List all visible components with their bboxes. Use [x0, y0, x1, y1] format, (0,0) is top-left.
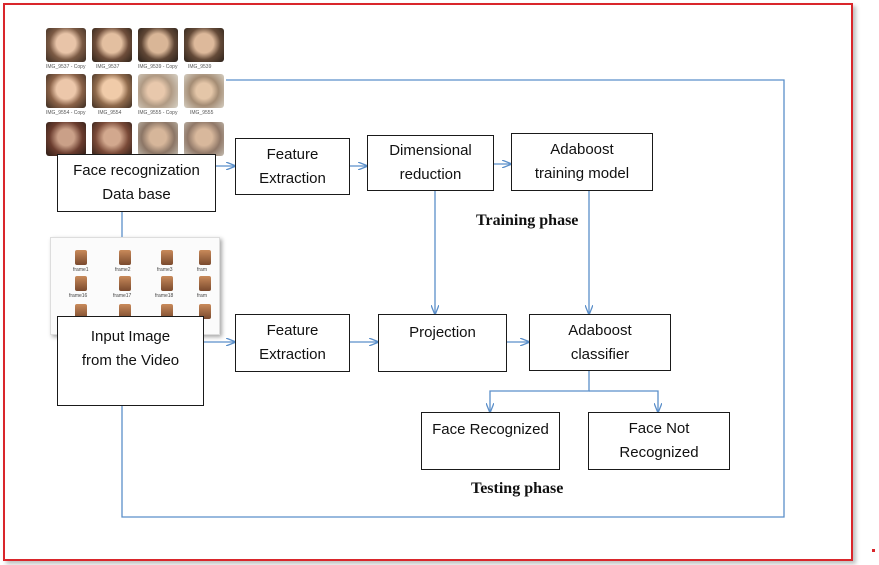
box-line: Extraction	[259, 169, 326, 187]
frame-file-label: frame16	[69, 293, 88, 299]
face-thumb	[92, 28, 132, 62]
thumb-caption: IMG_9539	[188, 64, 212, 70]
box-line: Feature	[266, 322, 319, 339]
thumb-caption: IMG_9539 - Copy	[138, 64, 178, 70]
face-thumb	[46, 122, 86, 156]
box-line: Extraction	[259, 346, 326, 363]
face-thumb	[138, 28, 178, 62]
frame-file-icon	[75, 250, 87, 265]
face-thumb	[92, 122, 132, 156]
face-thumb	[46, 74, 86, 108]
frame-file-icon	[161, 250, 173, 265]
frame-file-icon	[119, 304, 131, 319]
frame-file-label: frame17	[113, 293, 132, 299]
box-line: Dimensional	[389, 142, 472, 159]
frame-file-icon	[199, 276, 211, 291]
frame-file-label: fram	[197, 267, 207, 273]
face-thumb	[184, 74, 224, 108]
loop-line	[121, 79, 785, 518]
box-line: classifier	[570, 345, 630, 363]
face-thumb	[184, 28, 224, 62]
input-image-box: Input Image from the Video	[57, 316, 204, 406]
frame-file-label: fram	[197, 293, 207, 299]
box-line: Face Not	[628, 420, 690, 437]
box-line: Adaboost	[550, 141, 614, 158]
box-line: Projection	[409, 324, 476, 341]
face-thumb	[92, 74, 132, 108]
frame-file-icon	[161, 304, 173, 319]
adaboost-classifier-box: Adaboost classifier	[529, 314, 671, 371]
face-recognized-box: Face Recognized	[421, 412, 560, 470]
projection-box: Projection	[378, 314, 507, 372]
thumb-caption: IMG_9554 - Copy	[46, 110, 86, 116]
testing-phase-label: Testing phase	[471, 480, 564, 497]
box-line: Data base	[102, 186, 171, 203]
box-line: Face Recognized	[432, 421, 549, 438]
box-line: reduction	[399, 166, 462, 183]
frame-file-label: frame18	[155, 293, 174, 299]
face-database-thumbnails: IMG_9537 - Copy IMG_9537 IMG_9539 - Copy…	[46, 28, 226, 168]
frame-file-label: frame2	[115, 267, 131, 273]
thumb-caption: IMG_9537 - Copy	[46, 64, 86, 70]
adaboost-training-model-box: Adaboost training model	[511, 133, 653, 191]
thumb-caption: IMG_9555 - Copy	[138, 110, 178, 116]
thumb-caption: IMG_9554	[98, 110, 122, 116]
box-line: Feature	[266, 145, 319, 163]
frame-file-icon	[199, 304, 211, 319]
frame-file-icon	[119, 276, 131, 291]
box-line: Input Image	[90, 328, 171, 345]
frame-file-icon	[75, 304, 87, 319]
face-thumb	[138, 122, 178, 156]
dimensional-reduction-box: Dimensional reduction	[367, 135, 494, 191]
face-thumb	[138, 74, 178, 108]
thumb-caption: IMG_9555	[190, 110, 214, 116]
frame-file-icon	[161, 276, 173, 291]
frame-file-icon	[199, 250, 211, 265]
frame-file-label: frame3	[157, 267, 173, 273]
training-phase-label: Training phase	[476, 212, 579, 229]
thumb-caption: IMG_9537	[96, 64, 120, 70]
box-line: Face recognization	[73, 162, 200, 179]
box-line: training model	[534, 165, 630, 182]
face-thumb	[46, 28, 86, 62]
frame-file-icon	[75, 276, 87, 291]
frame-file-icon	[119, 250, 131, 265]
frame-file-label: frame1	[73, 267, 89, 273]
box-line: Adaboost	[568, 321, 632, 339]
box-line: Recognized	[619, 444, 699, 461]
corner-dot	[872, 549, 875, 552]
box-line: from the Video	[81, 352, 180, 369]
face-thumb	[184, 122, 224, 156]
